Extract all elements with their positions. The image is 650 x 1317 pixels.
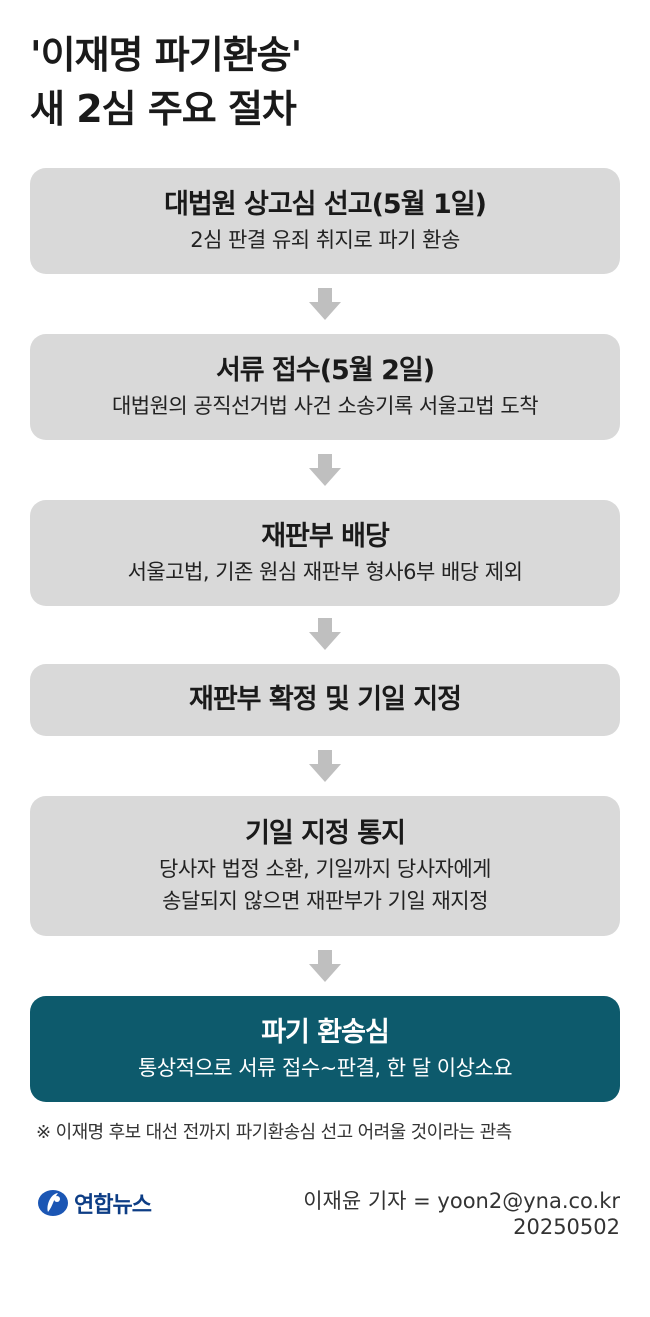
publish-date: 20250502 xyxy=(513,1215,620,1239)
step-head: 대법원 상고심 선고(5월 1일) xyxy=(164,189,487,220)
arrow-down-icon xyxy=(309,288,341,320)
step-sub: 통상적으로 서류 접수~판결, 한 달 이상소요 xyxy=(137,1056,513,1080)
yonhap-logo-icon xyxy=(38,1190,68,1216)
logo-text: 연합뉴스 xyxy=(74,1193,152,1218)
step-head: 파기 환송심 xyxy=(261,1017,390,1048)
step-box-3: 재판부 배당 서울고법, 기존 원심 재판부 형사6부 배당 제외 xyxy=(30,500,620,606)
step-sub: 대법원의 공직선거법 사건 소송기록 서울고법 도착 xyxy=(111,394,539,418)
step-box-4: 재판부 확정 및 기일 지정 xyxy=(30,664,620,736)
step-sub: 서울고법, 기존 원심 재판부 형사6부 배당 제외 xyxy=(127,560,523,584)
step-box-final: 파기 환송심 통상적으로 서류 접수~판결, 한 달 이상소요 xyxy=(30,996,620,1102)
step-head: 재판부 배당 xyxy=(261,521,390,552)
arrow-down-icon xyxy=(309,750,341,782)
title-line-1: '이재명 파기환송' xyxy=(30,33,302,77)
step-sub: 송달되지 않으면 재판부가 기일 재지정 xyxy=(162,889,488,913)
step-box-1: 대법원 상고심 선고(5월 1일) 2심 판결 유죄 취지로 파기 환송 xyxy=(30,168,620,274)
arrow-down-icon xyxy=(309,454,341,486)
step-sub: 당사자 법정 소환, 기일까지 당사자에게 xyxy=(159,857,492,881)
step-head: 서류 접수(5월 2일) xyxy=(215,355,435,386)
footnote: ※ 이재명 후보 대선 전까지 파기환송심 선고 어려울 것이라는 관측 xyxy=(36,1122,512,1143)
step-head: 기일 지정 통지 xyxy=(245,818,406,849)
arrow-down-icon xyxy=(309,950,341,982)
yonhap-logo: 연합뉴스 xyxy=(36,1186,152,1220)
step-sub: 2심 판결 유죄 취지로 파기 환송 xyxy=(190,228,460,252)
credit: 이재윤 기자 = yoon2@yna.co.kr 20250502 xyxy=(303,1188,620,1240)
arrow-down-icon xyxy=(309,618,341,650)
step-box-2: 서류 접수(5월 2일) 대법원의 공직선거법 사건 소송기록 서울고법 도착 xyxy=(30,334,620,440)
reporter-credit: 이재윤 기자 = yoon2@yna.co.kr xyxy=(303,1189,620,1213)
step-box-5: 기일 지정 통지 당사자 법정 소환, 기일까지 당사자에게 송달되지 않으면 … xyxy=(30,796,620,936)
title-line-2: 새 2심 주요 절차 xyxy=(30,87,297,131)
step-head: 재판부 확정 및 기일 지정 xyxy=(189,684,462,715)
page-title: '이재명 파기환송' 새 2심 주요 절차 xyxy=(30,28,620,136)
